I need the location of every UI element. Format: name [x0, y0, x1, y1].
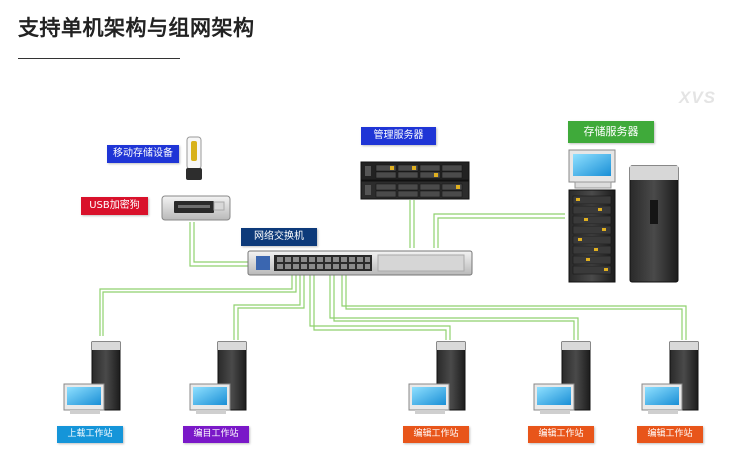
network-switch-device: [247, 250, 473, 276]
label-usb-key: USB加密狗: [81, 197, 148, 215]
label-edit-station-2: 编辑工作站: [528, 426, 594, 443]
storage-server-device: [568, 149, 679, 283]
edit-workstation-3-device: [641, 341, 699, 414]
catalog-workstation-device: [189, 341, 247, 414]
storage-to-switch-line: [433, 213, 565, 248]
label-upload-station: 上载工作站: [57, 426, 123, 443]
edit-workstation-2-device: [533, 341, 591, 414]
connection-lines: [99, 200, 687, 340]
title-underline: [18, 58, 180, 59]
upload-workstation-device: [63, 341, 121, 414]
edit3-branch-line: [341, 274, 687, 340]
xvs-watermark: XVS: [679, 88, 717, 107]
label-switch: 网络交换机: [241, 228, 317, 246]
label-edit-station-3: 编辑工作站: [637, 426, 703, 443]
usb-dongle-device: [161, 195, 231, 221]
label-edit-station-1: 编辑工作站: [403, 426, 469, 443]
edit-workstation-1-device: [408, 341, 466, 414]
upload-branch-line: [99, 274, 297, 336]
usb-stick-device: [186, 136, 202, 180]
label-catalog-station: 编目工作站: [183, 426, 249, 443]
label-mobile-storage: 移动存储设备: [107, 145, 179, 163]
page-title: 支持单机架构与组网架构: [18, 16, 255, 40]
edit2-branch-line: [329, 274, 579, 340]
label-management-server: 管理服务器: [361, 127, 436, 145]
catalog-branch-line: [233, 274, 305, 340]
management-server-device: [360, 161, 470, 200]
label-storage-server: 存储服务器: [568, 121, 654, 143]
mgmt-to-switch-line: [409, 200, 415, 248]
usb-to-switch-line: [189, 222, 252, 267]
edit1-branch-line: [309, 274, 451, 340]
